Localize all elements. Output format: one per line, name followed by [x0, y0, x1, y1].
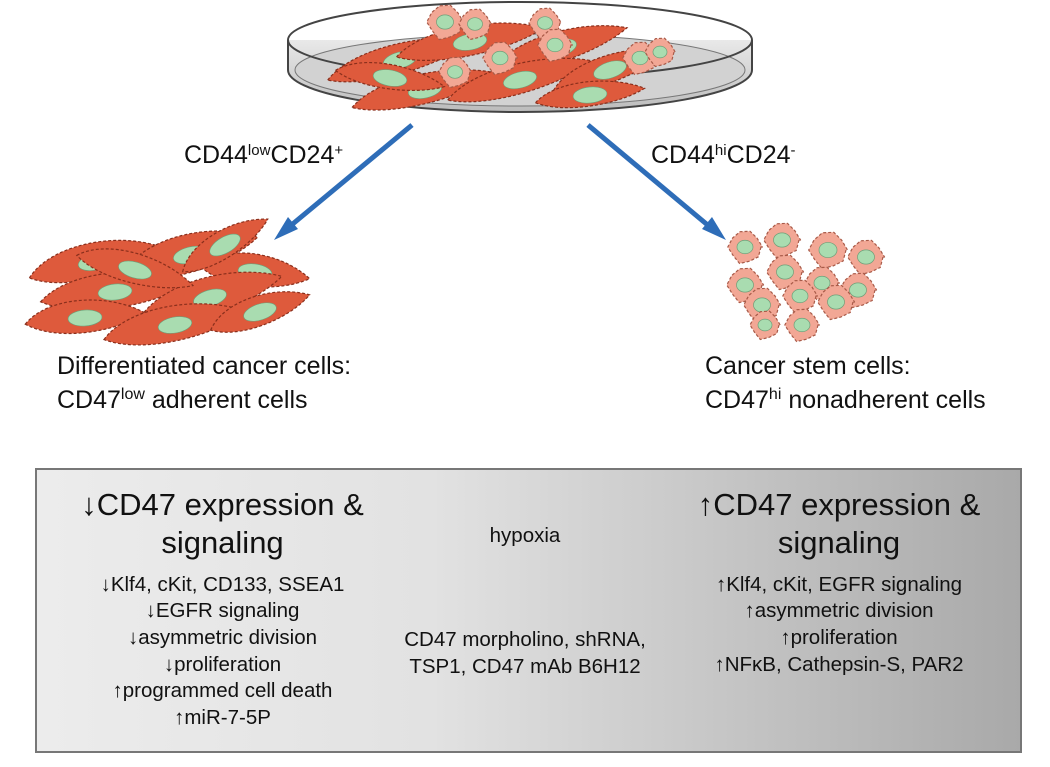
treatment-label: CD47 morpholino, shRNA, TSP1, CD47 mAb B…	[404, 628, 646, 679]
differentiated-cell	[181, 218, 269, 273]
caption-stem: Cancer stem cells: CD47hi nonadherent ce…	[705, 350, 986, 418]
caption-stem-title: Cancer stem cells:	[705, 352, 911, 380]
differentiated-cell	[209, 291, 311, 333]
list-item: ↑asymmetric division	[744, 599, 934, 623]
list-item: ↑programmed cell death	[112, 679, 333, 703]
caption-stem-subtitle: CD47hi nonadherent cells	[705, 385, 986, 414]
split-arrow-left	[274, 123, 414, 240]
list-item: ↓proliferation	[163, 652, 282, 676]
hypoxia-label: hypoxia	[489, 524, 561, 547]
dish-cell-mixture	[326, 4, 676, 111]
left-heading: ↓CD47 expression & signaling	[81, 487, 364, 560]
stem-cell	[808, 231, 849, 270]
list-item: ↑proliferation	[780, 625, 898, 649]
list-item: ↓EGFR signaling	[145, 599, 300, 623]
stem-cell	[749, 310, 781, 341]
marker-label-left: CD44lowCD24+	[184, 141, 344, 169]
left-effects-list: ↓Klf4, cKit, CD133, SSEA1 ↓EGFR signalin…	[55, 572, 390, 732]
differentiated-cell-cluster	[24, 218, 311, 346]
stem-cell	[426, 4, 465, 41]
stem-cell	[438, 56, 472, 89]
marker-label-right: CD44hiCD24-	[651, 141, 796, 169]
stem-cell	[784, 308, 820, 343]
caption-differentiated: Differentiated cancer cells: CD47low adh…	[57, 350, 351, 418]
right-heading: ↑CD47 expression & signaling	[697, 487, 981, 560]
stem-cell	[482, 41, 518, 76]
list-item: ↓asymmetric division	[127, 625, 318, 649]
differentiated-cell	[534, 80, 646, 109]
list-item: ↑miR-7-5P	[174, 705, 271, 729]
stem-cell-cluster	[726, 222, 886, 343]
list-item: ↓Klf4, cKit, CD133, SSEA1	[100, 572, 345, 596]
stem-cell	[847, 239, 886, 276]
differentiated-cell	[334, 61, 446, 91]
caption-differentiated-title: Differentiated cancer cells:	[57, 352, 352, 380]
differentiated-cell	[75, 248, 195, 289]
stem-cell	[727, 230, 763, 265]
left-column: ↓CD47 expression & signaling ↓Klf4, cKit…	[55, 486, 390, 731]
differentiated-cell	[24, 299, 146, 335]
stem-cell	[644, 37, 676, 68]
caption-differentiated-subtitle: CD47low adherent cells	[57, 385, 308, 414]
right-column: ↑CD47 expression & signaling ↑Klf4, cKit…	[669, 486, 1009, 678]
list-item: ↑NFκB, Cathepsin-S, PAR2	[714, 652, 964, 676]
split-arrow-right	[586, 123, 726, 240]
differentiated-cell	[102, 303, 248, 346]
stem-cell	[766, 254, 805, 291]
stem-cell	[763, 222, 802, 259]
stem-cell	[817, 284, 856, 321]
summary-panel: ↓CD47 expression & signaling ↓Klf4, cKit…	[35, 468, 1022, 753]
stem-cell	[782, 279, 818, 314]
stem-cell	[458, 8, 492, 41]
stem-cell	[537, 28, 573, 63]
right-effects-list: ↑Klf4, cKit, EGFR signaling ↑asymmetric …	[669, 572, 1009, 679]
list-item: ↑Klf4, cKit, EGFR signaling	[715, 572, 963, 596]
